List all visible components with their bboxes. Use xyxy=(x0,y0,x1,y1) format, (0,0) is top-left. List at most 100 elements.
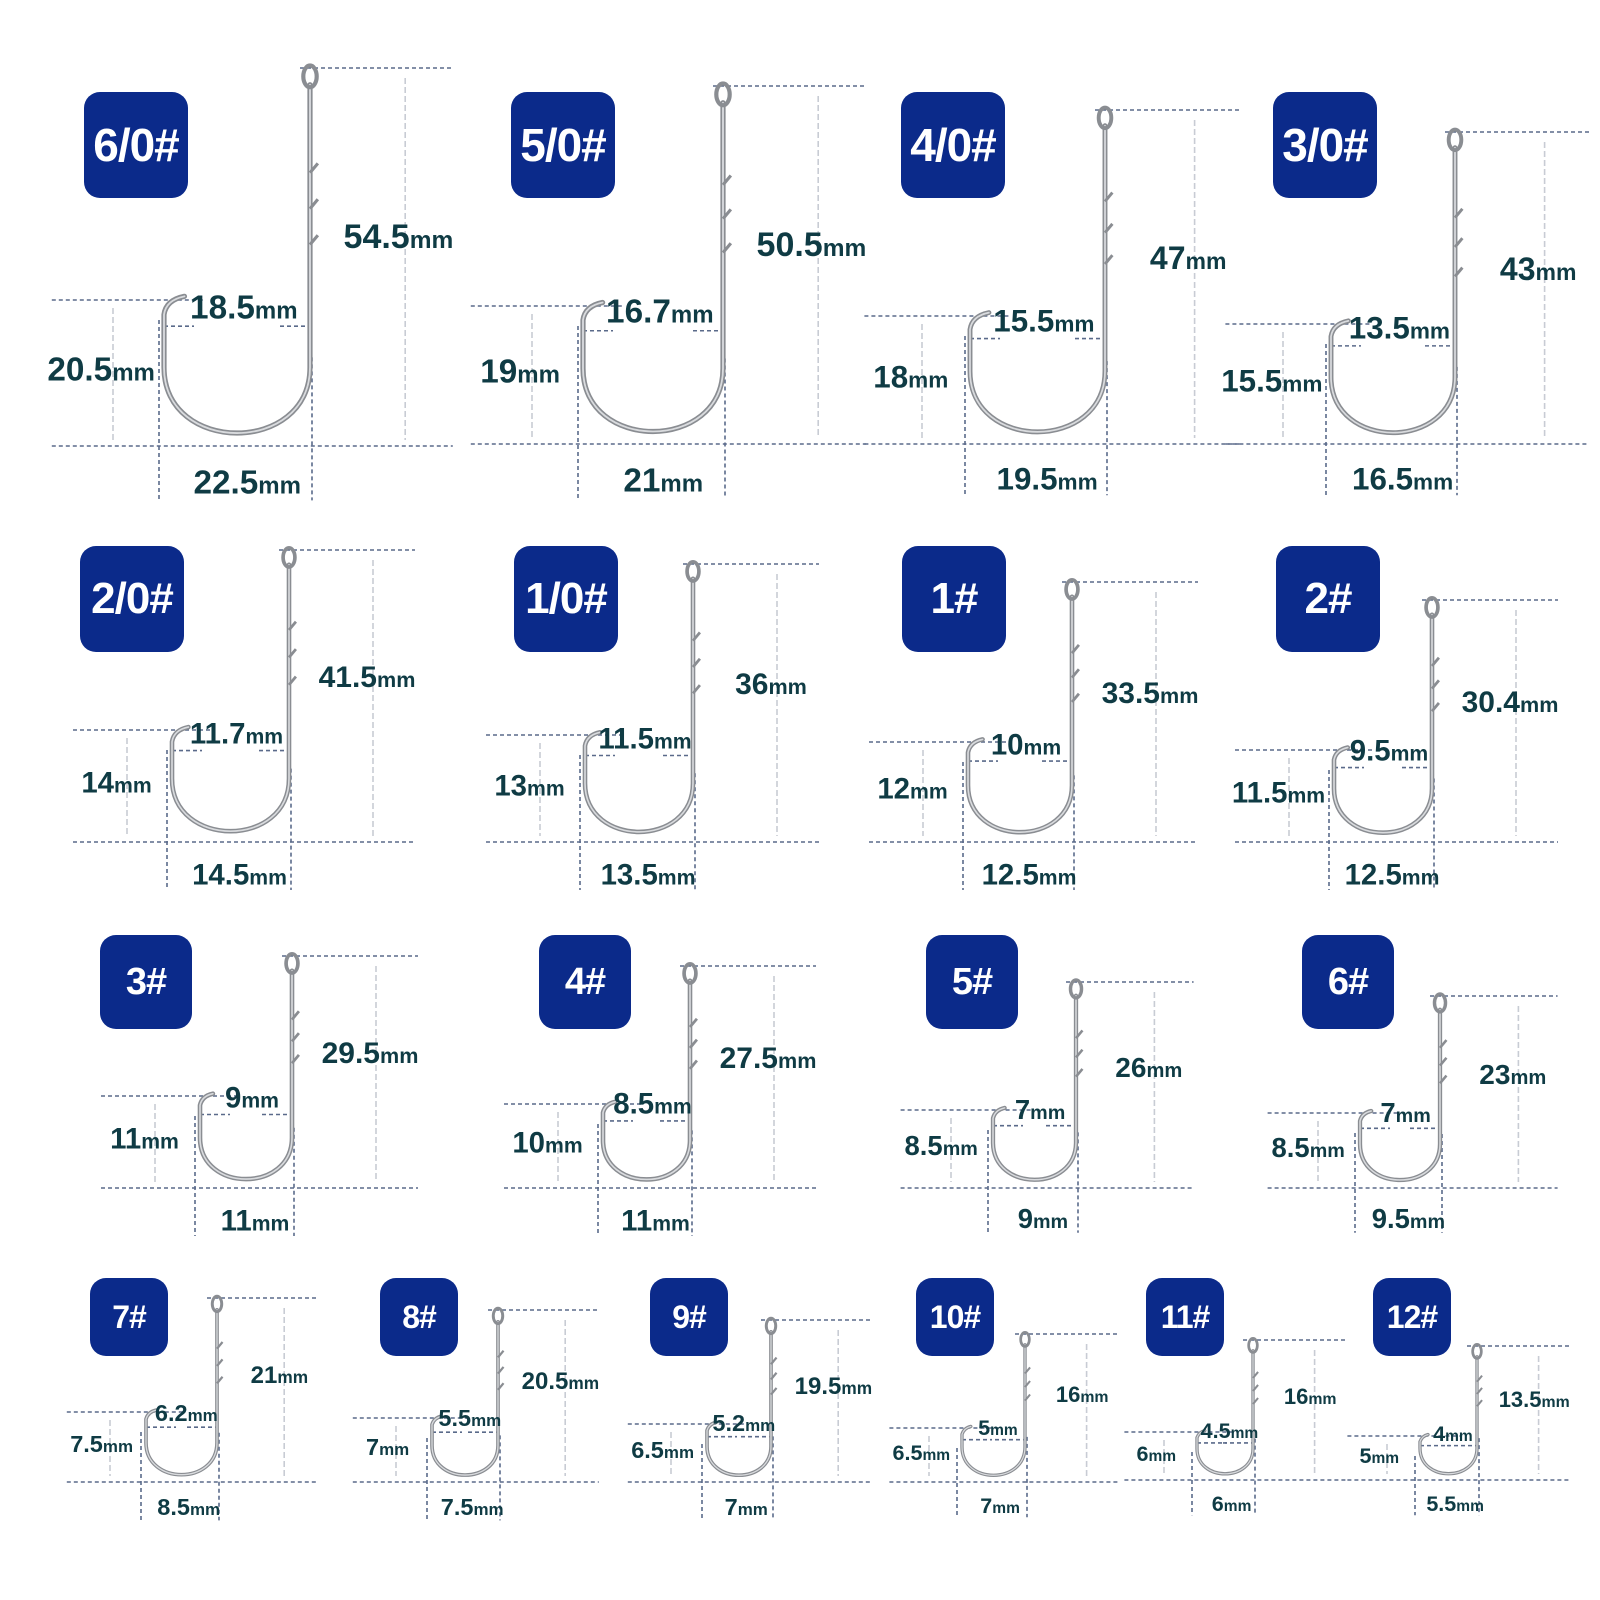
gap-label-value: 8.5 xyxy=(613,1087,655,1121)
width-label-unit: mm xyxy=(189,1500,221,1520)
depth-label-unit: mm xyxy=(102,1436,133,1456)
length-label-value: 41.5 xyxy=(318,661,377,694)
width-label-unit: mm xyxy=(992,1500,1020,1518)
gap-label-unit: mm xyxy=(653,730,692,754)
width-label: 11mm xyxy=(221,1206,290,1235)
depth-label: 14mm xyxy=(81,768,151,797)
width-label-value: 22.5 xyxy=(193,464,259,502)
length-label-unit: mm xyxy=(379,1043,419,1068)
hook-wire xyxy=(960,1343,1027,1477)
depth-label-value: 11.5 xyxy=(1231,776,1288,810)
length-label-unit: mm xyxy=(277,1366,309,1387)
depth-label-value: 8.5 xyxy=(1271,1131,1310,1163)
length-label: 54.5mm xyxy=(344,220,454,254)
depth-label: 6.5mm xyxy=(893,1442,951,1464)
width-label-value: 9.5 xyxy=(1371,1202,1410,1234)
width-label-unit: mm xyxy=(473,1500,504,1520)
length-label-value: 16 xyxy=(1055,1381,1081,1407)
depth-label-unit: mm xyxy=(141,1130,179,1154)
length-label: 41.5mm xyxy=(319,663,416,693)
length-label-value: 16 xyxy=(1283,1383,1309,1409)
hook-wire xyxy=(169,562,292,834)
width-label-value: 12.5 xyxy=(1344,858,1402,892)
gap-label: 11.5mm xyxy=(598,724,691,753)
gap-label-unit: mm xyxy=(1395,1105,1431,1128)
size-badge: 5# xyxy=(926,935,1018,1029)
gap-label-unit: mm xyxy=(670,301,714,329)
hook-eye xyxy=(301,63,319,90)
size-badge: 5/0# xyxy=(511,92,615,198)
width-label-unit: mm xyxy=(660,470,704,498)
width-label-unit: mm xyxy=(1038,866,1077,890)
gap-label: 4.5mm xyxy=(1201,1420,1259,1442)
size-badge: 10# xyxy=(916,1278,994,1356)
width-label-unit: mm xyxy=(657,866,696,890)
gap-label-value: 16.7 xyxy=(606,293,671,331)
gap-label: 15.5mm xyxy=(993,305,1094,336)
length-label: 27.5mm xyxy=(720,1044,817,1074)
width-label-value: 12.5 xyxy=(981,858,1039,892)
width-label-value: 11 xyxy=(621,1204,653,1238)
gap-label-value: 9.5 xyxy=(1349,734,1391,768)
size-badge: 2/0# xyxy=(80,546,184,652)
hook-eye xyxy=(1424,595,1440,619)
width-label: 13.5mm xyxy=(601,860,696,889)
gap-label-unit: mm xyxy=(1030,1102,1066,1125)
depth-label: 12mm xyxy=(877,774,947,803)
hook-13 xyxy=(66,1294,318,1521)
width-label: 16.5mm xyxy=(1352,461,1453,497)
hook-wire xyxy=(1357,1007,1443,1183)
length-label-unit: mm xyxy=(409,226,454,254)
gap-label-unit: mm xyxy=(1023,735,1062,759)
size-badge: 6/0# xyxy=(84,92,188,198)
depth-label-unit: mm xyxy=(910,780,948,804)
hook-8 xyxy=(1235,595,1558,890)
depth-label-unit: mm xyxy=(1287,784,1326,808)
gap-label: 13.5mm xyxy=(1349,312,1450,344)
gap-label-value: 10 xyxy=(990,727,1024,761)
length-label: 19.5mm xyxy=(795,1374,872,1399)
length-label-unit: mm xyxy=(822,234,867,262)
gap-label: 10mm xyxy=(991,730,1061,759)
width-label: 5.5mm xyxy=(1426,1493,1484,1515)
length-label-value: 43 xyxy=(1499,250,1536,287)
length-label-unit: mm xyxy=(777,1048,817,1073)
length-label: 20.5mm xyxy=(521,1367,600,1395)
width-label-value: 7 xyxy=(724,1494,738,1521)
width-label-unit: mm xyxy=(258,472,301,500)
length-label: 23mm xyxy=(1479,1061,1546,1089)
length-label: 33.5mm xyxy=(1102,679,1199,709)
hook-15 xyxy=(627,1316,872,1521)
hook-4 xyxy=(1225,127,1590,496)
hook-eye xyxy=(210,1294,224,1314)
size-badge: 1# xyxy=(902,546,1006,652)
gap-label-unit: mm xyxy=(241,1089,279,1113)
length-label: 13.5mm xyxy=(1499,1388,1570,1411)
depth-label-value: 15.5 xyxy=(1221,363,1283,399)
gap-label-unit: mm xyxy=(245,725,284,749)
hook-eye xyxy=(284,951,300,975)
gap-label: 16.7mm xyxy=(606,295,714,328)
length-label-value: 20.5 xyxy=(521,1367,569,1395)
length-label-unit: mm xyxy=(568,1372,600,1393)
width-label-value: 7 xyxy=(980,1493,993,1519)
width-label-value: 16.5 xyxy=(1352,461,1414,497)
width-label-unit: mm xyxy=(1223,1498,1252,1516)
gap-label-value: 18.5 xyxy=(190,288,255,326)
length-label-value: 21 xyxy=(250,1361,278,1389)
depth-label: 8.5mm xyxy=(905,1132,978,1160)
depth-label: 19mm xyxy=(480,355,560,388)
hook-18 xyxy=(1347,1343,1570,1516)
gap-label-unit: mm xyxy=(745,1415,776,1435)
length-label-value: 54.5 xyxy=(343,217,410,256)
hook-17 xyxy=(1124,1337,1346,1516)
hook-eye xyxy=(1068,978,1084,1000)
length-label-unit: mm xyxy=(376,667,416,692)
gap-label: 18.5mm xyxy=(190,291,298,324)
width-label: 22.5mm xyxy=(193,467,301,500)
hook-eye xyxy=(1096,105,1114,131)
width-label-unit: mm xyxy=(1057,469,1098,495)
depth-label-unit: mm xyxy=(922,1447,951,1465)
hook-eye xyxy=(281,545,297,569)
length-label-unit: mm xyxy=(1080,1388,1109,1406)
